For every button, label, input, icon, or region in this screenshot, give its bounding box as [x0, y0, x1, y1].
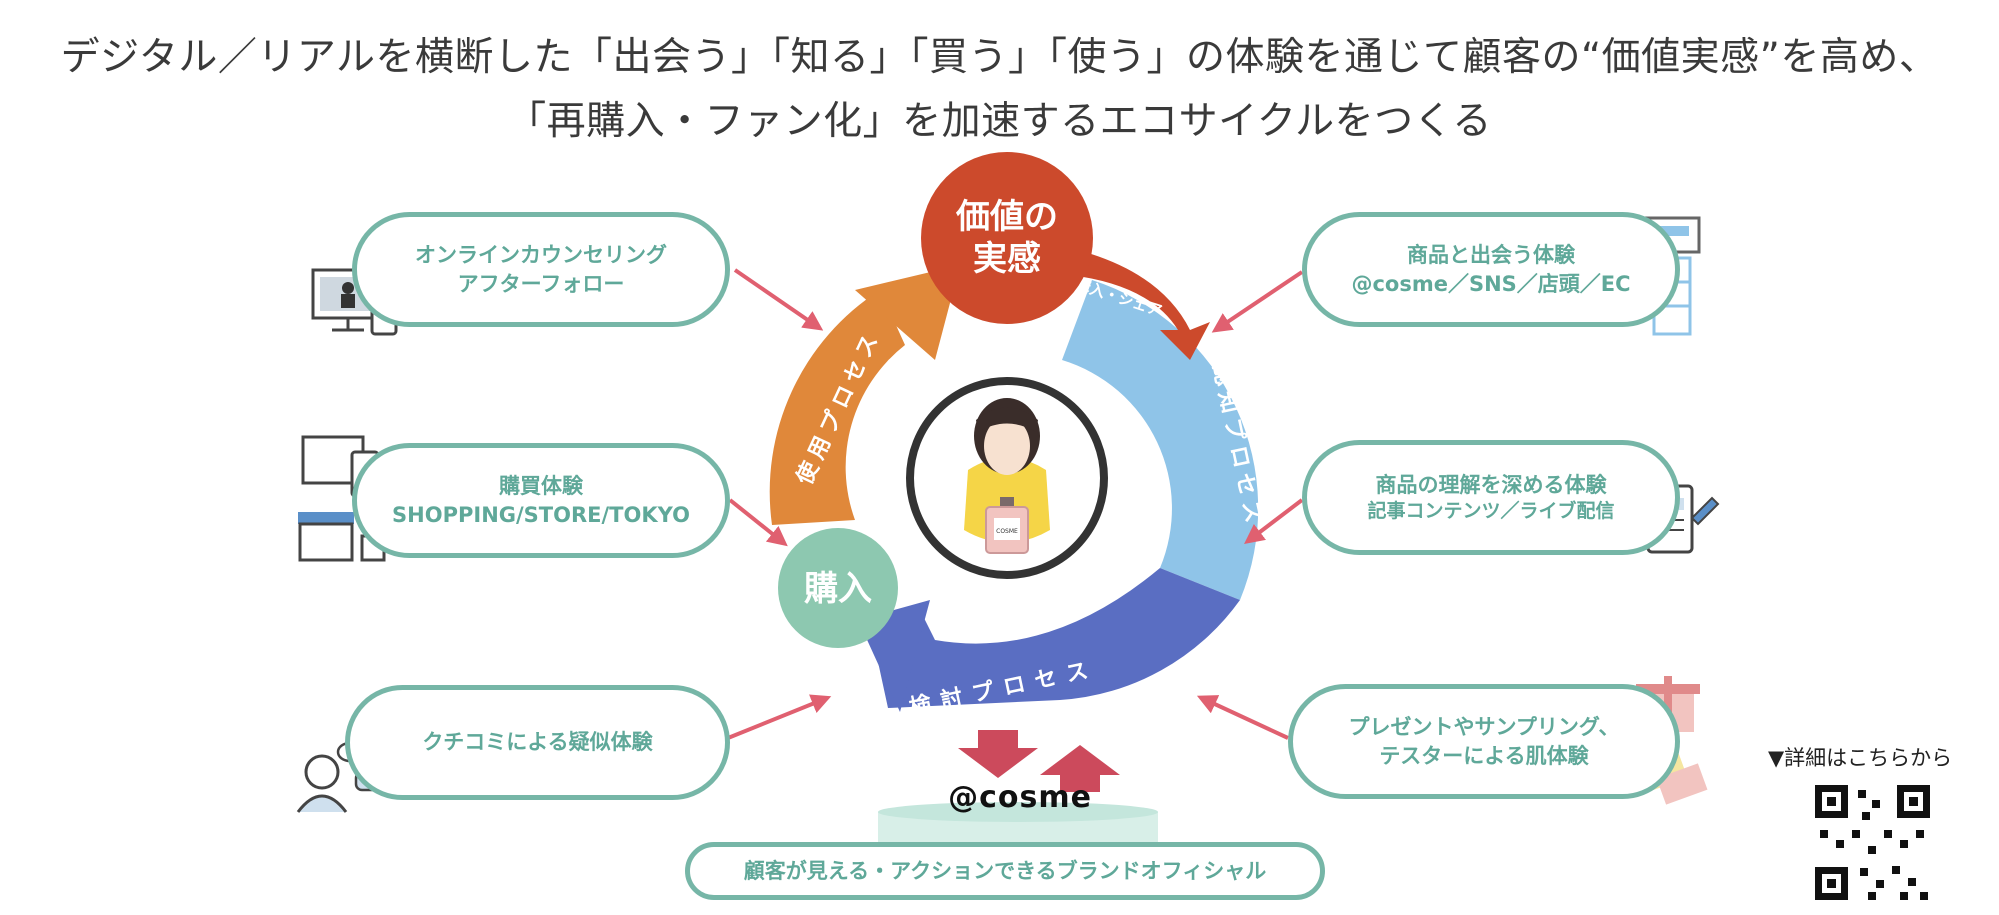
usage-arc [769, 290, 905, 525]
brand-official-label: 顧客が見える・アクションできるブランドオフィシャル [743, 858, 1267, 883]
awareness-arc [1062, 280, 1259, 600]
pill-present-sampling: プレゼントやサンプリング、 テスターによる肌体験 [1288, 684, 1680, 799]
shopping-subtitle: SHOPPING/STORE/TOKYO [392, 502, 690, 527]
meet-products-channels: @cosme／SNS／店頭／EC [1351, 271, 1631, 296]
pill-brand-official: 顧客が見える・アクションできるブランドオフィシャル [685, 842, 1325, 900]
customer-illustration: COSME [964, 398, 1050, 554]
bottle-label: COSME [996, 528, 1018, 535]
arrow-kuchikomi [727, 694, 832, 740]
cosme-logo: @cosme [948, 780, 1092, 815]
repurchase-arrow [1070, 248, 1210, 360]
arrow-understand [1244, 498, 1304, 545]
headline-line-1: デジタル／リアルを横断した「出会う」「知る」「買う」「使う」の体験を通じて顧客の… [60, 35, 1939, 80]
arrow-meet [1211, 270, 1304, 333]
qr-code[interactable] [1815, 785, 1930, 900]
present-line-2: テスターによる肌体験 [1379, 743, 1589, 768]
pill-meet-products: 商品と出会う体験 @cosme／SNS／店頭／EC [1302, 212, 1680, 327]
qr-label: ▼詳細はこちらから [1768, 746, 1953, 770]
down-arrow-icon [958, 730, 1038, 778]
kuchikomi-label: クチコミによる疑似体験 [422, 730, 653, 755]
understand-title: 商品の理解を深める体験 [1375, 472, 1607, 497]
value-circle [921, 152, 1093, 324]
up-arrow-icon [1040, 745, 1120, 792]
shopping-title: 購買体験 [499, 474, 583, 499]
after-follow-label: アフターフォロー [457, 271, 625, 296]
purchase-circle [778, 528, 898, 648]
present-line-1: プレゼントやサンプリング、 [1348, 715, 1620, 740]
pill-online-counseling: オンラインカウンセリング アフターフォロー [352, 212, 730, 327]
meet-products-title: 商品と出会う体験 [1407, 243, 1575, 268]
consideration-arc [870, 568, 1240, 708]
headline-line-2: 「再購入・ファン化」を加速するエコサイクルをつくる [507, 99, 1492, 144]
understand-subtitle: 記事コンテンツ／ライブ配信 [1367, 499, 1615, 522]
online-counseling-label: オンラインカウンセリング [415, 243, 667, 268]
usage-arrowhead [855, 265, 960, 360]
platform-pedestal [878, 812, 1158, 850]
arrow-online [733, 268, 824, 331]
pill-understand-products: 商品の理解を深める体験 記事コンテンツ／ライブ配信 [1302, 440, 1680, 555]
pill-kuchikomi: クチコミによる疑似体験 [345, 685, 730, 800]
value-label-1: 価値の [955, 197, 1058, 237]
value-label-2: 実感 [973, 239, 1041, 279]
arrow-present [1196, 695, 1289, 740]
arrow-shopping [728, 498, 788, 547]
pill-shopping: 購買体験 SHOPPING/STORE/TOKYO [352, 443, 730, 558]
purchase-label: 購入 [804, 569, 872, 609]
